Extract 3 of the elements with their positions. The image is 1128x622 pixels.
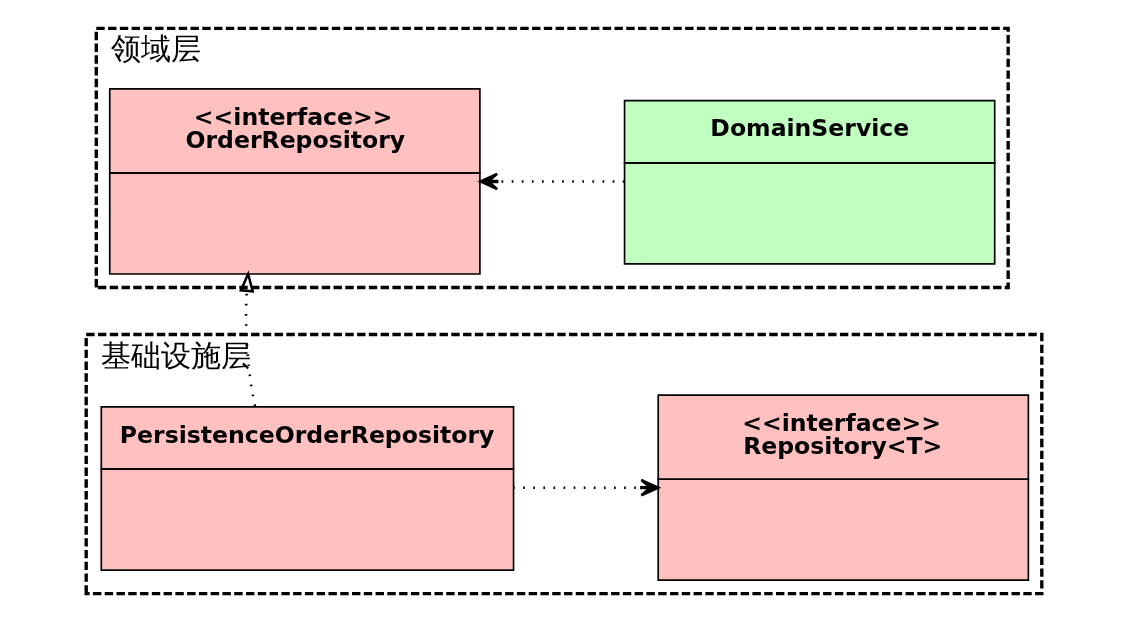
arrow [513, 478, 660, 497]
arrow [239, 270, 257, 407]
arrow [479, 172, 625, 191]
